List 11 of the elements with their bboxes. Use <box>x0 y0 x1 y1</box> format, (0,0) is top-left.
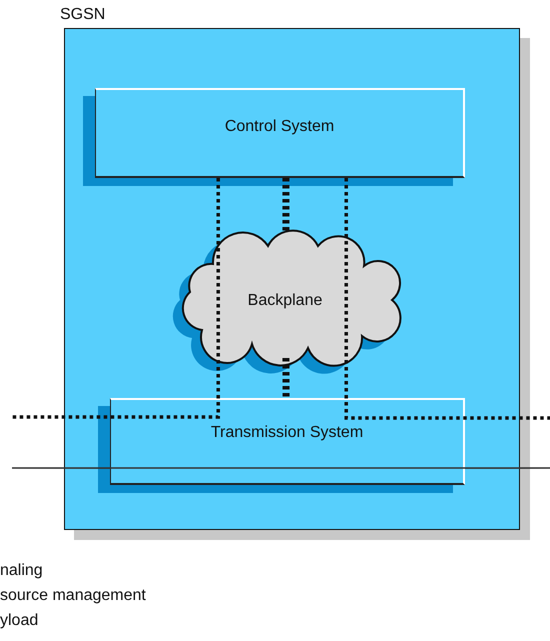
legend-text: yload <box>0 612 38 630</box>
node-label: Backplane <box>248 292 322 310</box>
payload-line <box>465 467 550 469</box>
node-title: SGSN <box>60 6 106 24</box>
signal-line <box>10 178 220 419</box>
payload-line <box>12 467 110 469</box>
signal-line <box>282 178 290 232</box>
legend-text: source management <box>0 587 146 605</box>
signal-line <box>344 178 550 420</box>
legend-text: naling <box>0 562 43 580</box>
signal-line <box>282 358 290 398</box>
